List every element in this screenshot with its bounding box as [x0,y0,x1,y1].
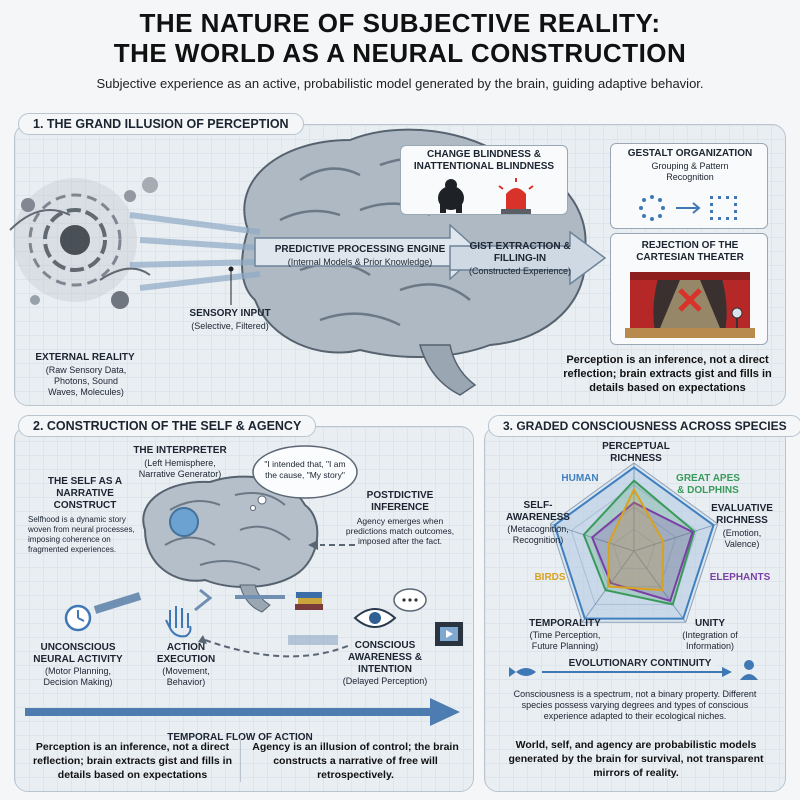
gist-extraction-sub: (Constructed Experience) [468,266,572,276]
speech-bubble [250,445,358,511]
temporal-flow-arrow [25,698,460,726]
interpreter-sub: (Left Hemisphere, Narrative Generator) [138,458,222,479]
gorilla-icon [438,179,464,213]
evolution-label: EVOLUTIONARY CONTINUITY [565,658,715,670]
interpreter-title: THE INTERPRETER [133,445,227,456]
radar-series-human [553,466,715,620]
cartesian-theater-title: REJECTION OF THE CARTESIAN THEATER [636,240,744,263]
section-perception-tab: 1. THE GRAND ILLUSION OF PERCEPTION [18,113,304,135]
self-narrative-desc: Selfhood is a dynamic story woven from n… [28,515,135,554]
axis-label-temporality-sub: (Time Perception, Future Planning) [529,630,601,651]
cartesian-theater-box: REJECTION OF THE CARTESIAN THEATER [610,233,768,345]
gestalt-title: GESTALT ORGANIZATION [627,148,753,159]
speech-dots-icon [393,588,427,612]
series-label-human: HUMAN [561,473,599,484]
axis-label-self-awareness: SELF-AWARENESS [506,500,570,523]
axis-label-perceptual: PERCEPTUAL RICHNESS [602,441,670,464]
clock-icon [64,604,92,632]
axis-label-temporality: TEMPORALITY [529,618,601,629]
self-brain-graphic [142,475,319,613]
unconscious-sub: (Motor Planning, Decision Making) [43,666,113,687]
temporal-flow-label: TEMPORAL FLOW OF ACTION [167,732,313,743]
axis-label-evaluative: EVALUATIVE RICHNESS [711,503,773,526]
title-line-1: THE NATURE OF SUBJECTIVE REALITY: [139,8,661,38]
external-reality-swirl [9,177,158,309]
predictive-engine-sub: (Internal Models & Prior Knowledge) [287,257,433,267]
sensory-input-title: SENSORY INPUT [189,308,271,319]
books-icon [295,592,323,610]
radar-series-great-apes-dolphins [582,479,696,606]
gestalt-box: GESTALT ORGANIZATION Grouping & Pattern … [610,143,768,229]
species-summary: World, self, and agency are probabilisti… [508,739,764,779]
gist-arrow [449,230,607,286]
predictive-engine-title: PREDICTIVE PROCESSING ENGINE [274,244,446,255]
eye-icon [353,608,397,628]
hand-icon [165,606,192,638]
gestalt-grouping-icon [639,195,737,221]
page-title: THE NATURE OF SUBJECTIVE REALITY: THE WO… [0,8,800,68]
section-self-tab: 2. CONSTRUCTION OF THE SELF & AGENCY [18,415,317,437]
evolution-graphic [509,660,758,680]
action-execution-title: ACTION EXECUTION [156,642,216,665]
series-label-apes: GREAT APES & DOLPHINS [676,473,740,496]
self-summary-left: Perception is an inference, not a direct… [33,741,232,781]
alarm-light-icon [498,178,534,214]
theater-stage-icon [625,272,755,338]
radar-spoke [633,523,718,552]
self-narrative-title: THE SELF AS A NARRATIVE CONSTRUCT [47,476,123,511]
postdictive-desc: Agency emerges when predictions match ou… [345,516,455,546]
species-radar-chart [549,462,719,623]
postdictive-title: POSTDICTIVE INFERENCE [366,490,434,513]
spectrum-text: Consciousness is a spectrum, not a binar… [513,689,757,721]
gestalt-sub: Grouping & Pattern Recognition [651,161,729,182]
person-icon [740,660,758,680]
action-execution-sub: (Movement, Behavior) [162,666,210,687]
self-summary-right: Agency is an illusion of control; the br… [252,741,459,781]
conscious-awareness-sub: (Delayed Perception) [342,676,428,686]
sensory-input-sub: (Selective, Filtered) [191,321,269,331]
axis-label-unity: UNITY [695,618,725,629]
gist-extraction-title: GIST EXTRACTION & FILLING-IN [469,241,571,264]
sensory-flow-arrows [129,212,261,291]
film-icon [435,622,463,646]
series-label-birds: BIRDS [534,572,566,583]
axis-label-unity-sub: (Integration of Information) [682,630,738,651]
change-blindness-title: CHANGE BLINDNESS & INATTENTIONAL BLINDNE… [413,149,555,172]
change-blindness-icons [438,178,534,214]
perception-summary: Perception is an inference, not a direct… [563,354,772,394]
unconscious-title: UNCONSCIOUS NEURAL ACTIVITY [33,642,123,665]
speech-bubble-text: "I intended that, "I am the cause, "My s… [264,459,346,480]
external-reality-title: EXTERNAL REALITY [35,352,135,363]
radar-spoke [633,550,687,623]
series-label-elephants: ELEPHANTS [709,572,771,583]
axis-label-evaluative-sub: (Emotion, Valence) [722,528,762,549]
axis-label-self-awareness-sub: (Metacognition, Recognition) [507,524,569,545]
fish-icon [509,667,536,677]
external-reality-sub: (Raw Sensory Data, Photons, Sound Waves,… [45,365,127,397]
radar-series-birds [607,487,665,592]
title-line-2: THE WORLD AS A NEURAL CONSTRUCTION [113,38,687,68]
section-species-tab: 3. GRADED CONSCIOUSNESS ACROSS SPECIES [488,415,800,437]
conscious-awareness-title: CONSCIOUS AWARENESS & INTENTION [348,640,422,675]
change-blindness-box: CHANGE BLINDNESS & INATTENTIONAL BLINDNE… [400,145,568,215]
page-subtitle: Subjective experience as an active, prob… [96,76,704,91]
summary-divider [240,738,241,782]
